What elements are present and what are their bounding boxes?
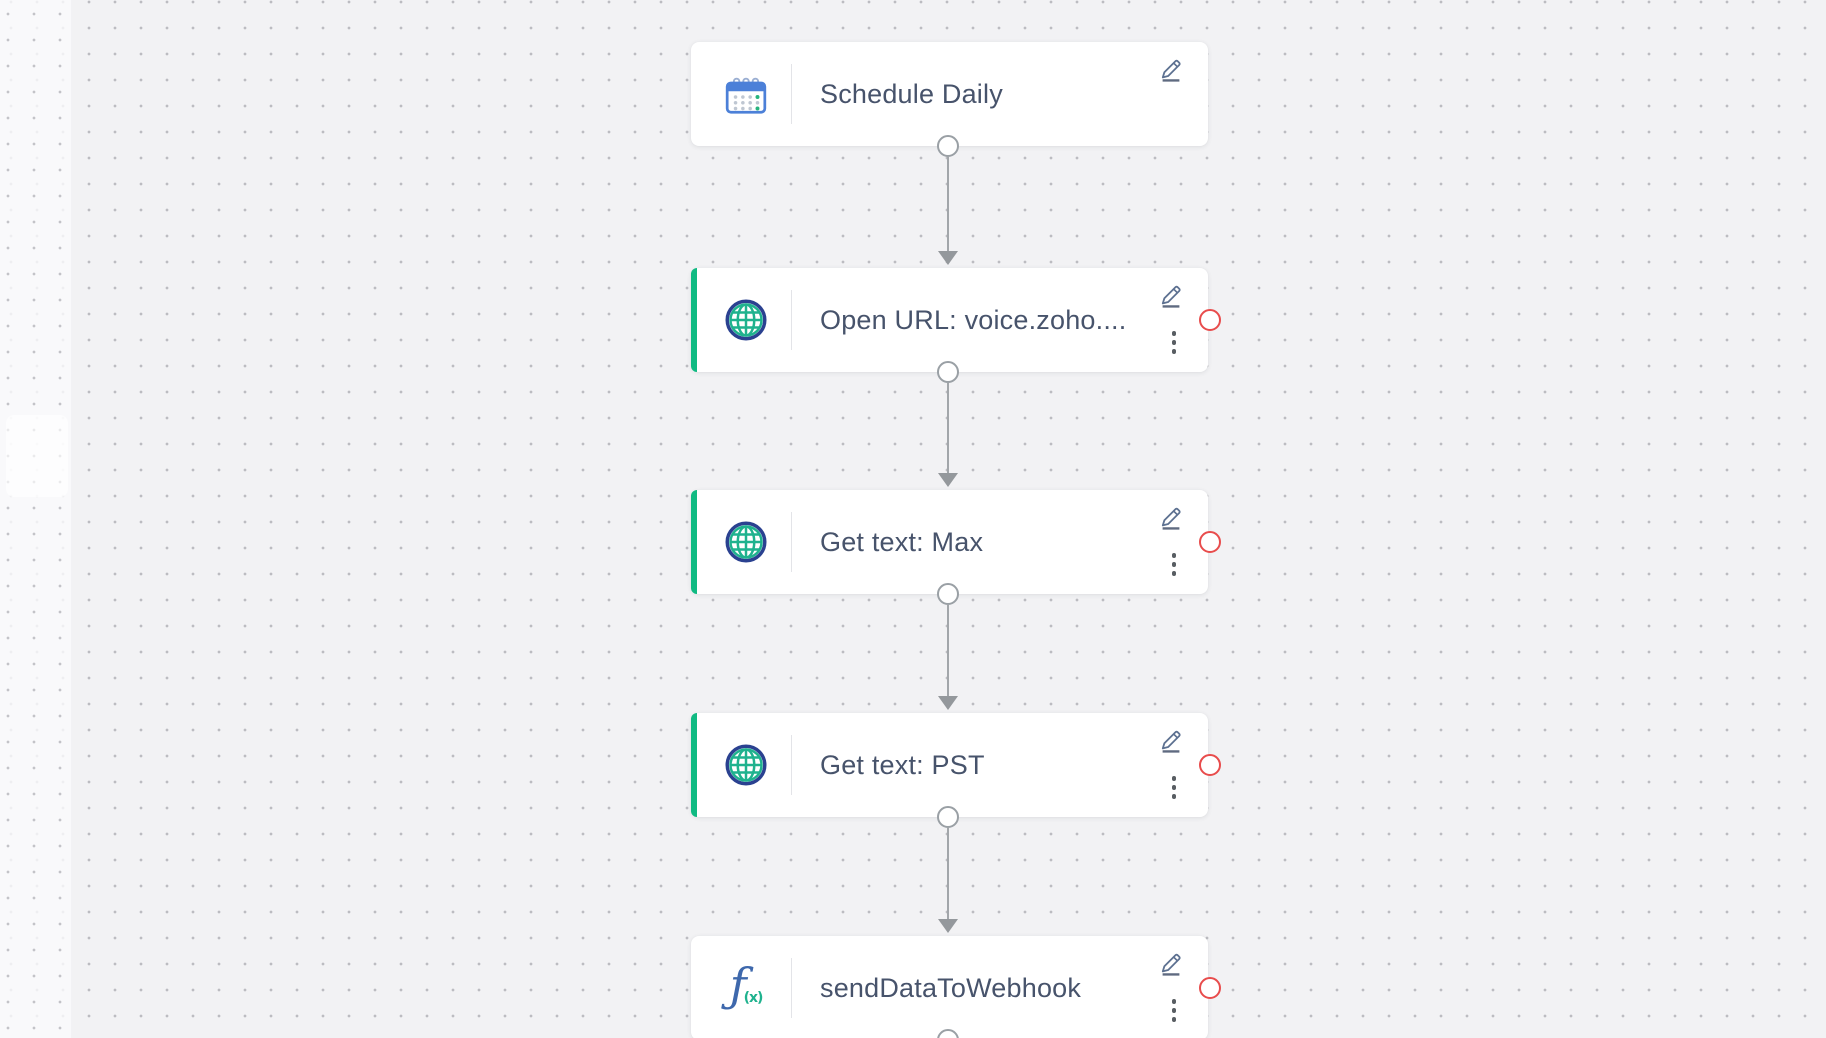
divider <box>791 512 792 572</box>
more-menu-icon[interactable] <box>1168 553 1180 576</box>
step-label: Open URL: voice.zoho.... <box>820 304 1127 335</box>
connector-arrow-icon <box>938 696 958 710</box>
calendar-icon <box>722 72 770 120</box>
connector-port[interactable] <box>937 361 959 383</box>
connector-line <box>947 157 949 251</box>
flow-step-get-text-max[interactable]: Get text: Max <box>691 490 1221 594</box>
flow-step-send-data-to-webhook[interactable]: sendDataToWebhook <box>691 936 1221 1038</box>
edit-icon[interactable] <box>1158 503 1186 531</box>
connector-line <box>947 605 949 696</box>
error-badge[interactable] <box>1199 977 1221 999</box>
connector-port[interactable] <box>937 583 959 605</box>
error-badge[interactable] <box>1199 309 1221 331</box>
connector-port[interactable] <box>937 806 959 828</box>
accent-bar <box>691 490 697 594</box>
edit-icon[interactable] <box>1158 949 1186 977</box>
divider <box>791 290 792 350</box>
step-label: Get text: Max <box>820 526 984 557</box>
connector-port[interactable] <box>937 135 959 157</box>
edit-icon[interactable] <box>1158 726 1186 754</box>
error-badge[interactable] <box>1199 754 1221 776</box>
step-label: Get text: PST <box>820 749 985 780</box>
divider <box>791 64 792 124</box>
more-menu-icon[interactable] <box>1168 331 1180 354</box>
accent-bar <box>691 713 697 817</box>
error-badge[interactable] <box>1199 531 1221 553</box>
divider <box>791 958 792 1018</box>
canvas-left-edge <box>0 0 72 1038</box>
globe-icon <box>722 518 770 566</box>
connector-arrow-icon <box>938 251 958 265</box>
connector-arrow-icon <box>938 473 958 487</box>
connector-line <box>947 828 949 919</box>
edit-icon[interactable] <box>1158 281 1186 309</box>
flow-step-open-url[interactable]: Open URL: voice.zoho.... <box>691 268 1221 372</box>
flow-step-schedule-daily[interactable]: Schedule Daily <box>691 42 1208 146</box>
more-menu-icon[interactable] <box>1168 999 1180 1022</box>
more-menu-icon[interactable] <box>1168 776 1180 799</box>
step-label: Schedule Daily <box>820 78 1003 109</box>
connector-arrow-icon <box>938 919 958 933</box>
globe-icon <box>722 741 770 789</box>
function-icon: ƒ(x) <box>729 958 764 1013</box>
canvas-left-ghost-panel <box>6 415 68 497</box>
step-label: sendDataToWebhook <box>820 972 1082 1003</box>
connector-line <box>947 383 949 473</box>
divider <box>791 735 792 795</box>
accent-bar <box>691 268 697 372</box>
globe-icon <box>722 296 770 344</box>
flow-step-get-text-pst[interactable]: Get text: PST <box>691 713 1221 817</box>
edit-icon[interactable] <box>1158 55 1186 83</box>
